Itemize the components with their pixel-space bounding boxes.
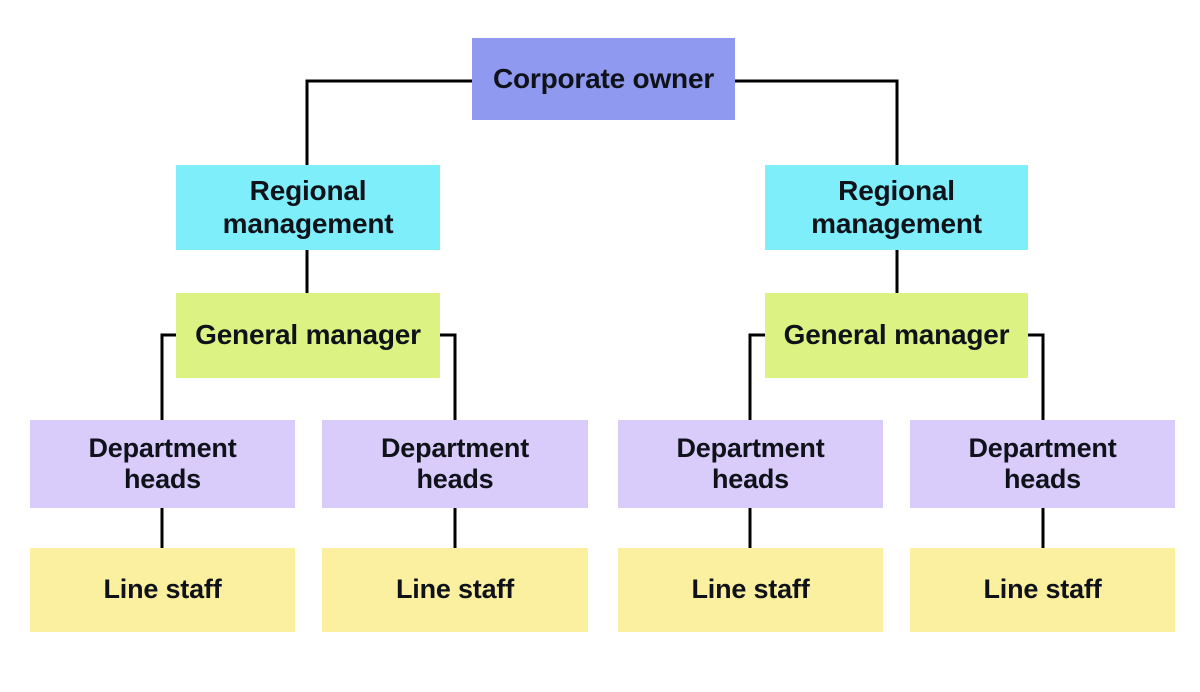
node-department-heads-1[interactable]: Department heads [30,420,295,508]
node-general-manager-left-label: General manager [195,319,421,351]
edge-gm-right-to-dept-3 [748,333,765,421]
node-line-staff-4-label: Line staff [983,574,1102,605]
node-corporate-owner-label: Corporate owner [492,62,715,94]
node-regional-management-right-label: Regional management [811,175,982,239]
node-corporate-owner[interactable]: Corporate owner [472,38,735,120]
node-department-heads-3-label: Department heads [676,432,825,494]
node-line-staff-2-label: Line staff [395,574,514,605]
node-line-staff-1-label: Line staff [103,574,222,605]
node-department-heads-1-label: Department heads [88,432,237,494]
node-department-heads-4[interactable]: Department heads [910,420,1175,508]
node-line-staff-4[interactable]: Line staff [910,548,1175,632]
node-line-staff-2[interactable]: Line staff [322,548,588,632]
node-general-manager-left[interactable]: General manager [176,293,440,378]
node-department-heads-2-label: Department heads [380,432,530,494]
edge-gm-left-to-dept-2 [440,333,457,421]
edge-root-to-regional-left [305,79,472,166]
node-line-staff-3-label: Line staff [691,574,810,605]
node-department-heads-3[interactable]: Department heads [618,420,883,508]
node-line-staff-3[interactable]: Line staff [618,548,883,632]
node-general-manager-right[interactable]: General manager [765,293,1028,378]
node-regional-management-left[interactable]: Regional management [176,165,440,250]
node-department-heads-2[interactable]: Department heads [322,420,588,508]
edge-gm-left-to-dept-1 [160,333,176,421]
node-general-manager-right-label: General manager [783,319,1010,351]
edge-gm-right-to-dept-4 [1028,333,1045,421]
node-line-staff-1[interactable]: Line staff [30,548,295,632]
node-regional-management-right[interactable]: Regional management [765,165,1028,250]
node-department-heads-4-label: Department heads [968,432,1117,494]
edge-root-to-regional-right [735,79,899,166]
node-regional-management-left-label: Regional management [222,175,394,239]
